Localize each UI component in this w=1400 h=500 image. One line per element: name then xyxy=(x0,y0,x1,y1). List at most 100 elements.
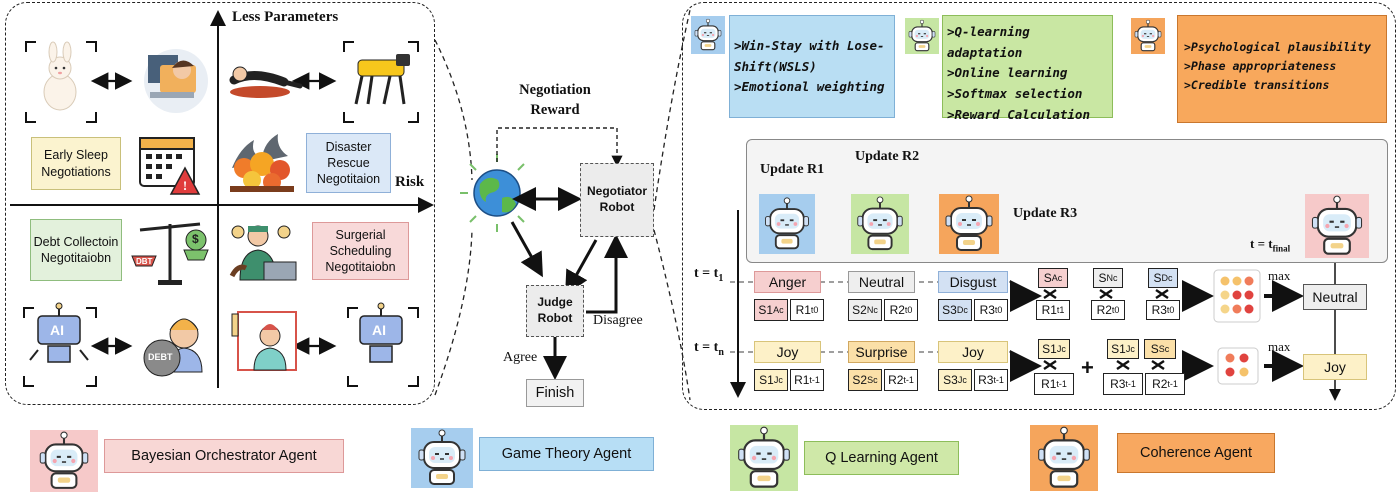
game-theory-description: >Win-Stay with Lose-Shift(WSLS) >Emotion… xyxy=(729,15,895,118)
row2-bot-r3-sub: t-1 xyxy=(1125,379,1136,389)
debt-scale-text: DBT xyxy=(136,257,153,266)
robot-face-icon xyxy=(738,426,790,488)
update-r3-label: Update R3 xyxy=(1013,206,1078,221)
q-learning-robot-large-icon xyxy=(851,194,909,254)
row1-s1-val: S1 xyxy=(758,303,774,317)
row1-top-s1-val: S xyxy=(1043,271,1052,285)
coherence-robot-icon xyxy=(1131,18,1165,54)
scenario-surgical-scheduling[interactable]: Surgerial Scheduling Negotitaiobn xyxy=(312,222,409,280)
row2-s2-val: S2 xyxy=(852,373,868,387)
legend-orchestrator-icon xyxy=(30,430,98,492)
row1-top-s3-val: S xyxy=(1153,271,1162,285)
emotion-joy-r3[interactable]: Joy xyxy=(938,341,1008,363)
row1-s1-sub: Ac xyxy=(773,305,784,315)
negotiator-robot-node[interactable]: Negotiator Robot xyxy=(580,163,654,237)
ai-robot-right-icon xyxy=(359,302,403,363)
x-axis-label: Risk xyxy=(395,174,425,190)
row1-s3-sub: Dc xyxy=(956,305,968,315)
emotion-disgust-r3[interactable]: Disgust xyxy=(938,271,1008,293)
coherence-robot-large-icon xyxy=(939,194,999,254)
row2-s2-sub: Sc xyxy=(867,375,878,385)
debt-person-icon xyxy=(143,318,203,377)
row2-top-s3-sub: Sc xyxy=(1158,344,1170,354)
legend-orchestrator-label: Bayesian Orchestrator Agent xyxy=(104,439,344,473)
legend-coherence-icon xyxy=(1030,425,1098,491)
q-learning-description: >Q-learning adaptation >Online learning … xyxy=(942,15,1113,122)
update-region-box xyxy=(746,139,1388,263)
row1-top-s3-sub: Dc xyxy=(1161,273,1173,283)
row2-r3-val: R3 xyxy=(978,373,994,387)
softmax-grid-1 xyxy=(1213,269,1261,323)
judge-robot-node[interactable]: Judge Robot xyxy=(526,285,584,337)
row1-result[interactable]: Neutral xyxy=(1303,284,1367,310)
dollar-text: $ xyxy=(192,232,199,246)
legend-q-learning-icon xyxy=(730,425,798,491)
scenario-debt-collection[interactable]: Debt Collectoin Negotitaiobn xyxy=(30,219,122,281)
legend-coherence-label: Coherence Agent xyxy=(1117,433,1275,473)
agent-process-panel xyxy=(682,2,1396,410)
update-r1-label: Update R1 xyxy=(760,162,825,177)
t1-text: t = t xyxy=(694,266,719,281)
scenario-panel xyxy=(5,2,435,405)
left-panel-double-arrows xyxy=(90,72,337,355)
globe-judge-arrow xyxy=(510,221,543,278)
tn-sub: n xyxy=(718,346,724,358)
robot-face-icon xyxy=(908,19,936,52)
row2-bot-r3-val: R3 xyxy=(1110,377,1126,391)
row1-r1-val: R1 xyxy=(795,303,811,317)
t-final-label: t = tfinal xyxy=(1250,236,1290,254)
row1-bot-r3-sub: t0 xyxy=(1166,305,1175,315)
legend-game-theory-icon xyxy=(411,428,473,488)
robot-face-icon xyxy=(857,196,903,251)
coherence-description: >Psychological plausibility >Phase appro… xyxy=(1177,15,1387,123)
ai-left-text: AI xyxy=(50,322,64,338)
wildfire-icon xyxy=(230,134,294,192)
row2-bot-r1-sub: t-1 xyxy=(1056,379,1067,389)
t1-sub: 1 xyxy=(718,272,724,284)
plus-sign: + xyxy=(1081,355,1094,380)
co-point-1: >Psychological plausibility xyxy=(1184,40,1371,54)
left-connector-top xyxy=(434,39,473,181)
finish-node[interactable]: Finish xyxy=(526,379,584,407)
max-label-1: max xyxy=(1268,268,1291,283)
t-final-text: t = t xyxy=(1250,236,1273,251)
globe-icon xyxy=(460,154,534,232)
row2-bot-r1-val: R1 xyxy=(1041,377,1057,391)
row2-bot-r2-val: R2 xyxy=(1152,377,1168,391)
emotion-neutral-r2[interactable]: Neutral xyxy=(848,271,915,293)
scenario-disaster-rescue[interactable]: Disaster Rescue Negotitaion xyxy=(306,133,391,193)
ql-point-4: >Reward Calculation xyxy=(947,106,1090,122)
max-label-2: max xyxy=(1268,339,1291,354)
emotion-joy-r1[interactable]: Joy xyxy=(754,341,821,363)
y-axis-label: Less Parameters xyxy=(232,9,339,25)
scenario-early-sleep[interactable]: Early Sleep Negotiations xyxy=(31,137,121,190)
co-point-2: >Phase appropriateness xyxy=(1184,58,1337,73)
emotion-surprise-r2[interactable]: Surprise xyxy=(848,341,915,363)
row1-s2-sub: Nc xyxy=(866,305,878,315)
row1-s2-val: S2 xyxy=(852,303,867,317)
row1-s3-val: S3 xyxy=(942,303,957,317)
emotion-anger-r1[interactable]: Anger xyxy=(754,271,821,293)
negotiator-judge-arrow xyxy=(565,239,598,296)
corner-frames xyxy=(23,41,419,387)
robot-face-icon xyxy=(39,431,89,489)
row2-result[interactable]: Joy xyxy=(1303,354,1367,380)
row2-top-s1-sub: Jc xyxy=(1056,344,1066,354)
ai-right-text: AI xyxy=(372,322,386,338)
